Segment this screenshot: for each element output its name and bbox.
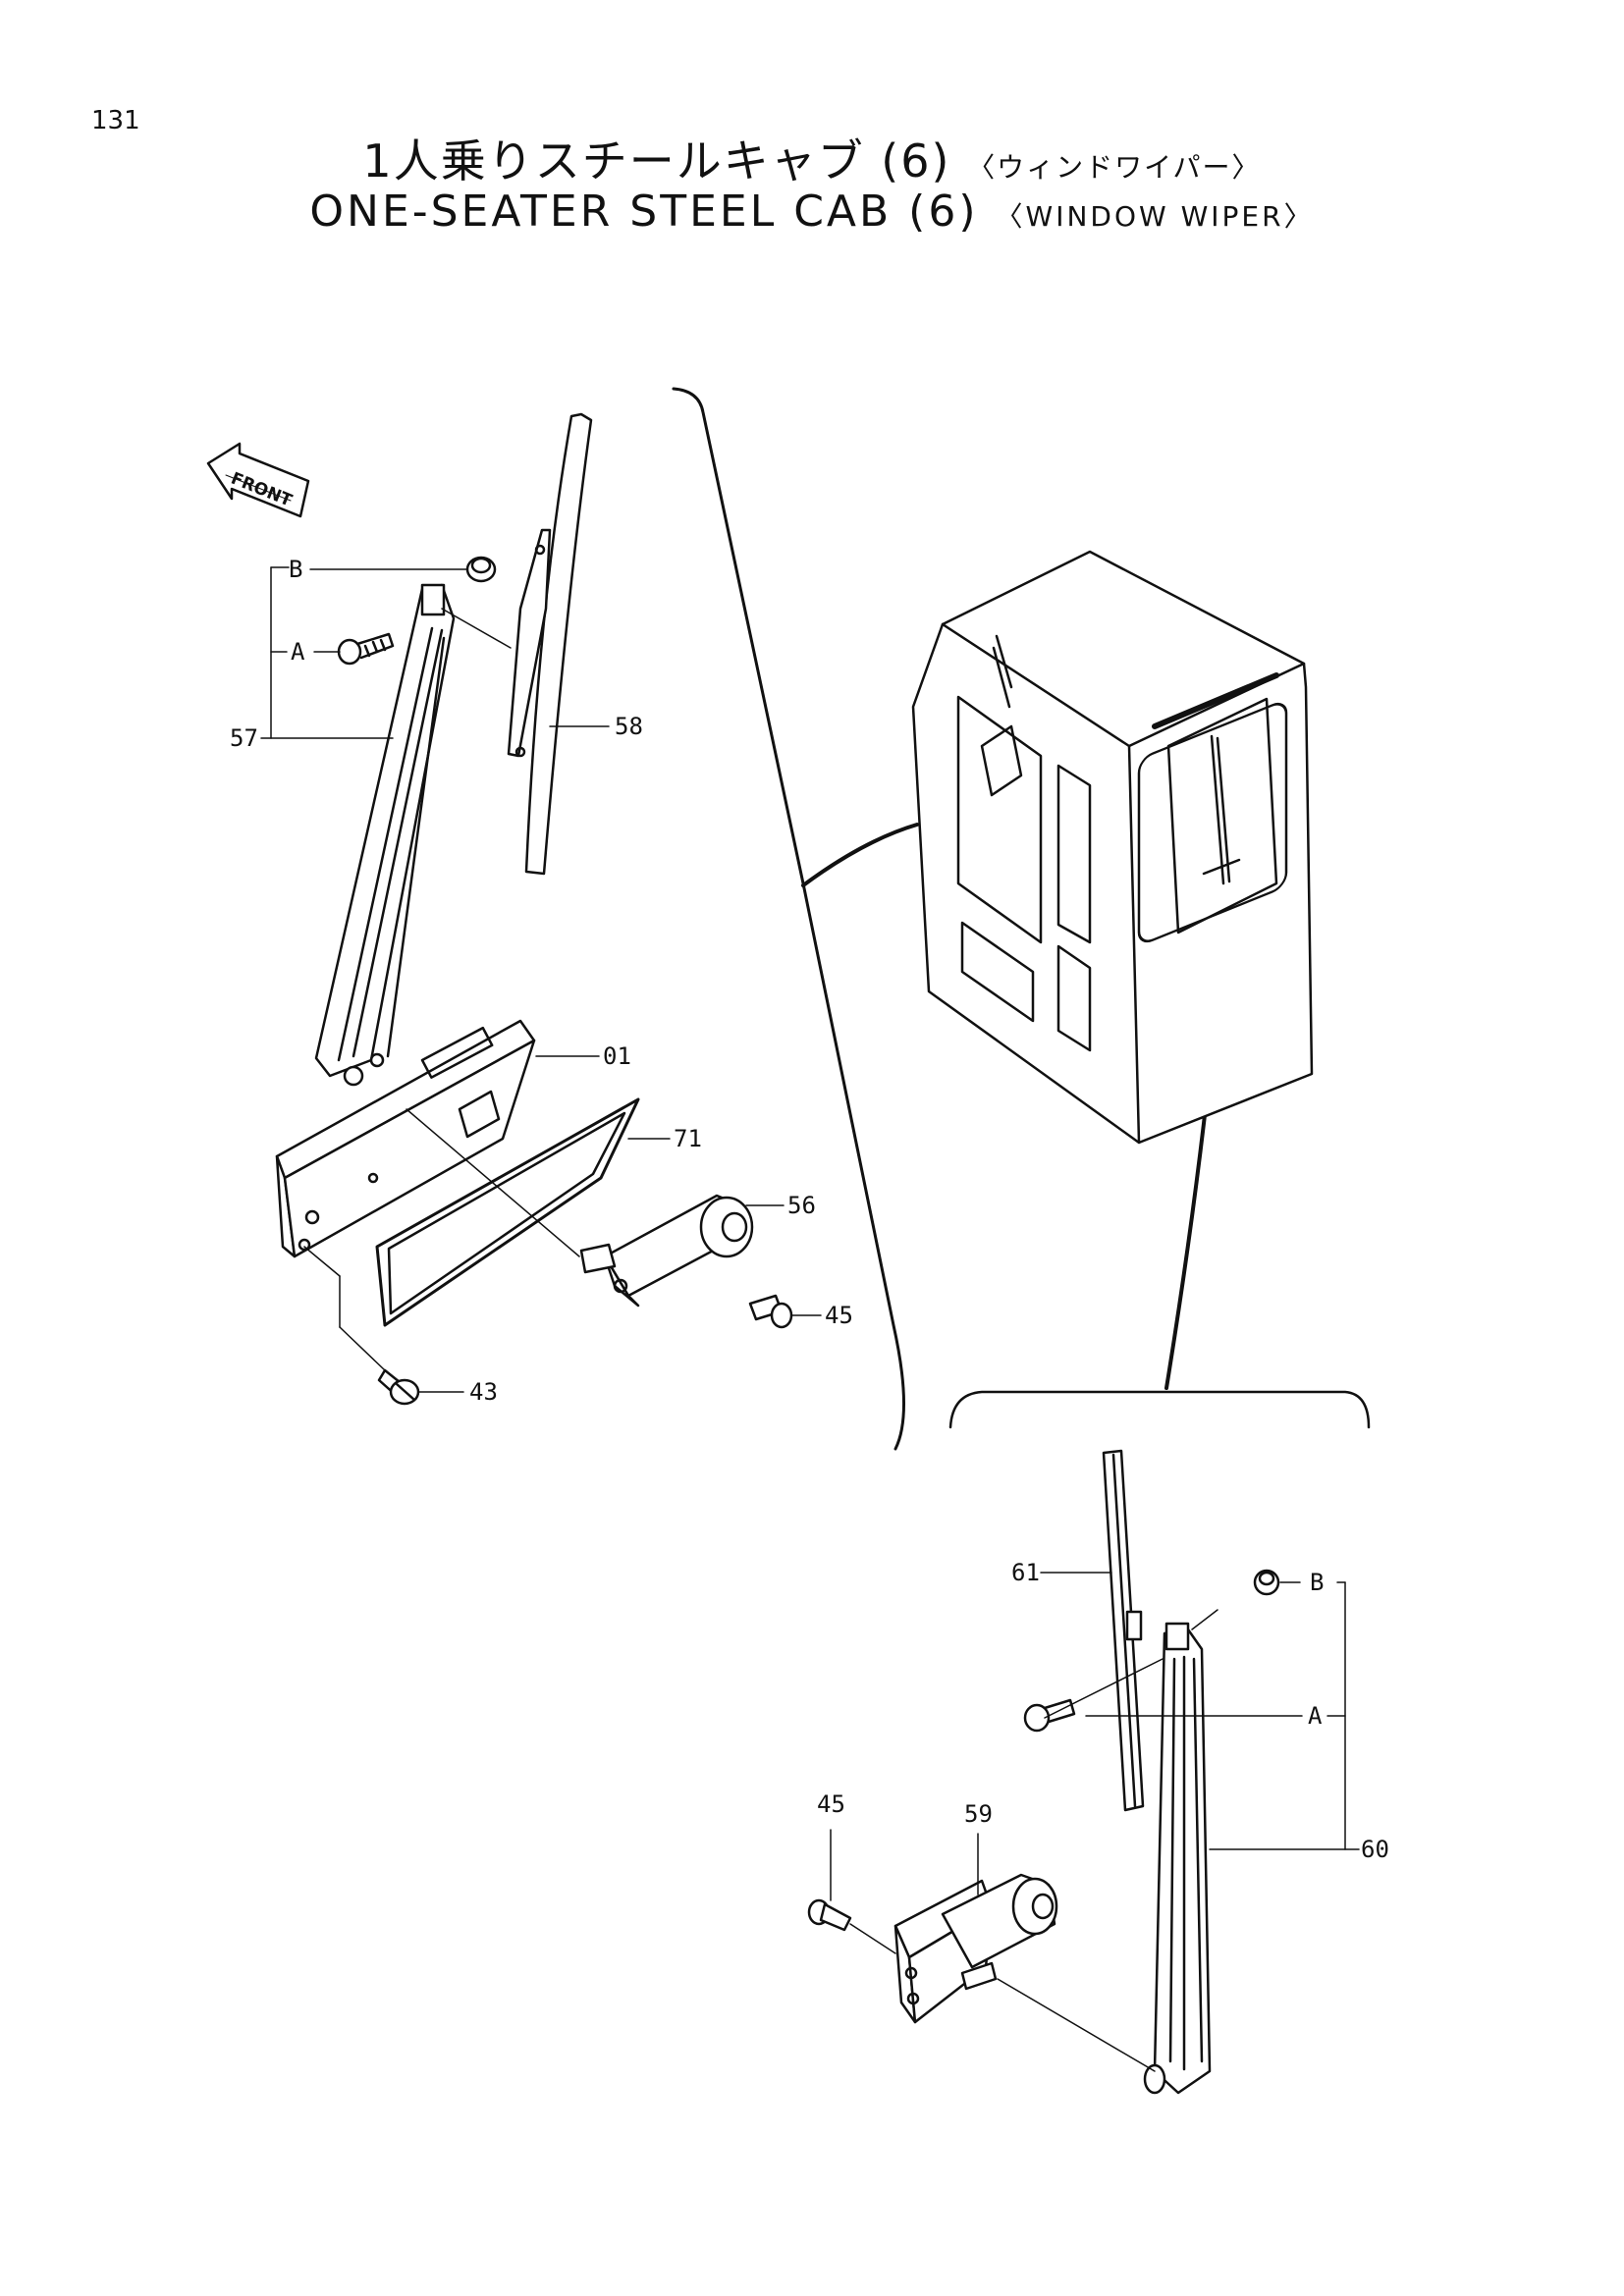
cab-illustration: [911, 550, 1314, 1145]
label-59: 59: [964, 1800, 993, 1828]
label-45-upper: 45: [825, 1302, 853, 1329]
title-jp-sub: 〈ウィンドワイパー〉: [967, 151, 1262, 184]
nut-b-lower: [1253, 1569, 1280, 1596]
label-01: 01: [603, 1042, 631, 1070]
base-plate-01: [275, 1019, 536, 1258]
motor-59: [893, 1873, 1058, 2024]
wiper-blade-58: [507, 412, 593, 876]
label-a-lower: A: [1308, 1702, 1323, 1730]
motor-56: [579, 1194, 754, 1308]
page-number: 131: [91, 106, 140, 135]
label-b-lower: B: [1310, 1569, 1324, 1596]
title-jp-main: 1人乗りスチールキャブ (6): [362, 134, 951, 187]
bolt-45-upper: [748, 1294, 793, 1329]
label-45-lower: 45: [817, 1790, 845, 1818]
part-number-labels: B A 57 58 01 71 56 45 43 61 B A 60 45 59: [230, 556, 1389, 1863]
gasket-71: [375, 1097, 640, 1327]
label-leader-lines: [260, 566, 1360, 1901]
label-56: 56: [787, 1192, 816, 1219]
label-57: 57: [230, 724, 258, 752]
title-japanese: 1人乗りスチールキャブ (6) 〈ウィンドワイパー〉: [0, 126, 1624, 190]
front-arrow-icon: [206, 442, 310, 518]
label-b-upper: B: [289, 556, 302, 583]
label-43: 43: [469, 1378, 498, 1406]
upper-assembly-centerlines: [303, 608, 580, 1371]
label-61: 61: [1011, 1559, 1040, 1586]
bolt-a-upper: [337, 632, 395, 666]
wiper-blade-61: [1102, 1449, 1145, 1812]
bolt-a-lower: [1023, 1698, 1076, 1733]
title-en-main: ONE-SEATER STEEL CAB (6): [309, 187, 979, 237]
bolt-43: [377, 1368, 420, 1406]
nut-b-upper: [465, 556, 497, 583]
title-english: ONE-SEATER STEEL CAB (6) 〈WINDOW WIPER〉: [0, 187, 1624, 237]
label-60: 60: [1361, 1836, 1389, 1863]
lower-assembly-centerlines: [849, 1609, 1218, 2072]
label-58: 58: [615, 713, 643, 740]
title-en-sub: 〈WINDOW WIPER〉: [995, 200, 1315, 233]
wiper-arm-60: [1143, 1622, 1212, 2095]
label-a-upper: A: [291, 638, 305, 666]
wiper-arm-57: [314, 583, 456, 1087]
label-71: 71: [674, 1125, 702, 1152]
bolt-45-lower: [807, 1898, 852, 1932]
